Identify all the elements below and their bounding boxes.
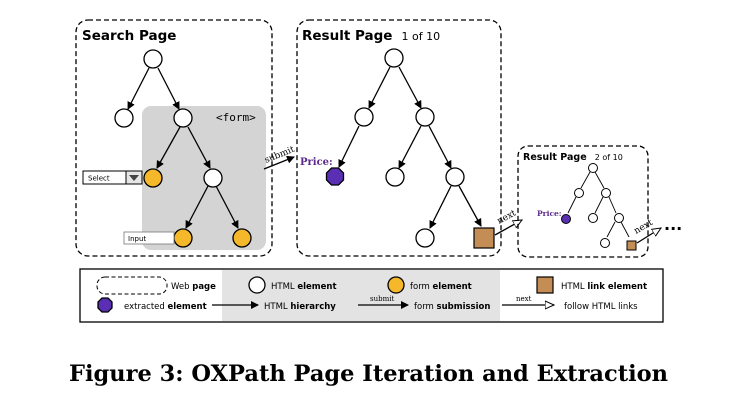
html-link-element[interactable] [626,240,637,251]
result-page-1-frame [296,19,502,257]
extracted-element-node [561,214,571,224]
legend: Web page HTML element form element HTML … [79,268,664,323]
result-page-2-counter: 2 of 10 [595,153,623,162]
legend-html-hierarchy: HTML hierarchy [264,302,336,312]
result-page-1-edges [338,66,482,229]
html-element-node [114,108,134,128]
form-element-node [143,168,163,188]
html-element-node [354,107,374,127]
legend-extracted-element: extracted element [124,302,207,312]
search-page-frame [75,19,273,257]
search-page: Search Page <form> Select Input [75,19,273,257]
result-page-1-heading: Result Page 1 of 10 [302,25,440,44]
legend-follow-links: follow HTML links [564,302,638,312]
result-page-2: Result Page 2 of 10 Price: [517,145,649,258]
legend-form-element-swatch [387,276,405,294]
result-page-1: Result Page 1 of 10 Price: [296,19,502,257]
legend-html-element-swatch [248,276,266,294]
result-page-2-edges [567,171,630,238]
html-element-node [588,163,598,173]
html-element-node [445,167,465,187]
html-element-node [173,108,193,128]
input-widget[interactable]: Input [123,231,175,245]
search-page-title: Search Page [82,28,176,44]
html-element-node [415,228,435,248]
price-label: Price: [300,157,333,168]
input-label: Input [128,235,146,243]
result-page-1-title: Result Page [302,28,392,44]
legend-form-element: form element [410,282,472,292]
legend-shaded-band [222,270,500,321]
legend-link-element-swatch [536,276,554,294]
legend-submit-arrow-label: submit [370,295,394,303]
select-label: Select [88,175,110,183]
form-element-node [173,228,193,248]
price-label: Price: [537,209,562,218]
legend-html-element: HTML element [271,282,337,292]
html-element-node [385,167,405,187]
result-page-1-counter: 1 of 10 [402,30,441,43]
html-element-node [574,188,584,198]
html-element-node [384,48,404,68]
legend-web-page: Web page [171,282,216,292]
html-element-node [415,107,435,127]
html-element-node [143,49,163,69]
html-link-element[interactable] [473,227,495,249]
result-page-2-heading: Result Page 2 of 10 [523,145,623,164]
chevron-down-icon [129,175,139,181]
html-element-node [203,168,223,188]
legend-web-page-swatch [96,276,168,295]
form-element-node [232,228,252,248]
html-element-node [601,188,611,198]
legend-next-arrow-label: next [516,295,532,303]
legend-html-link-element: HTML link element [561,282,647,292]
select-widget[interactable]: Select [82,170,143,185]
extracted-element-node [325,167,345,186]
legend-extracted-element-swatch [97,297,113,313]
result-page-2-frame [517,145,649,258]
html-element-node [614,213,624,223]
submit-arrow: submit [263,145,296,170]
html-element-node [588,213,598,223]
more-pages-ellipsis: ... [664,215,682,234]
figure-caption: Figure 3: OXPath Page Iteration and Extr… [68,361,669,387]
result-page-2-title: Result Page [523,152,587,163]
search-page-edges [127,67,239,229]
form-tag-label: <form> [216,111,256,124]
legend-form-submission: form submission [414,302,490,312]
next-arrow: next [633,218,662,244]
html-element-node [600,238,610,248]
